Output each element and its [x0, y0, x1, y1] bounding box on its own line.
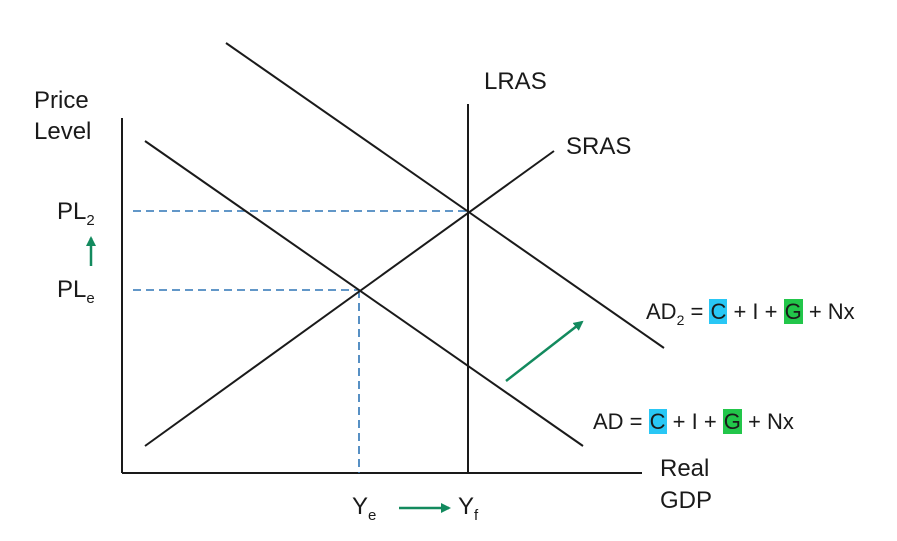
ad2-prefix: AD: [646, 299, 677, 324]
ad-consumption-highlight: C: [648, 409, 667, 434]
pl2-subscript: 2: [86, 212, 95, 229]
ple-main: PL: [57, 276, 87, 303]
ple-subscript: e: [86, 290, 95, 307]
lras-label: LRAS: [484, 68, 547, 95]
x-axis-label-line1: Real: [660, 455, 710, 482]
ad-prefix: AD: [593, 409, 624, 434]
x-axis-label-line2: GDP: [660, 487, 713, 514]
yf-subscript: f: [474, 507, 479, 524]
pl2-main: PL: [57, 198, 87, 225]
yf-main: Y: [458, 493, 475, 520]
sras-line: [144, 150, 555, 447]
ad-plus-nx: + Nx: [741, 409, 794, 434]
ye-label: Ye: [352, 493, 376, 524]
ad-shift-arrow: [505, 320, 584, 382]
ad-equation-label: AD = C + I + G + Nx: [593, 408, 794, 436]
y-axis-label-line1: Price: [34, 87, 89, 114]
ad2-subscript: 2: [676, 312, 685, 328]
ad2-plus-nx: + Nx: [802, 299, 855, 324]
sras-label: SRAS: [566, 133, 632, 160]
ad2-plus-i: + I +: [727, 299, 784, 324]
ad2-government-highlight: G: [783, 299, 803, 324]
ad-line: [144, 140, 584, 447]
ad-equals: =: [623, 409, 649, 434]
ad2-equation-label: AD2 = C + I + G + Nx: [646, 298, 855, 328]
y-axis-label-line2: Level: [34, 118, 92, 145]
ad2-line: [225, 42, 665, 349]
ad-government-highlight: G: [722, 409, 742, 434]
ple-label: PLe: [57, 276, 95, 307]
ad2-consumption-highlight: C: [709, 299, 728, 324]
ye-subscript: e: [368, 507, 377, 524]
pl2-label: PL2: [57, 198, 95, 229]
ad2-equals: =: [684, 299, 710, 324]
ad-plus-i: + I +: [666, 409, 723, 434]
yf-label: Yf: [458, 493, 478, 524]
ye-main: Y: [352, 493, 369, 520]
